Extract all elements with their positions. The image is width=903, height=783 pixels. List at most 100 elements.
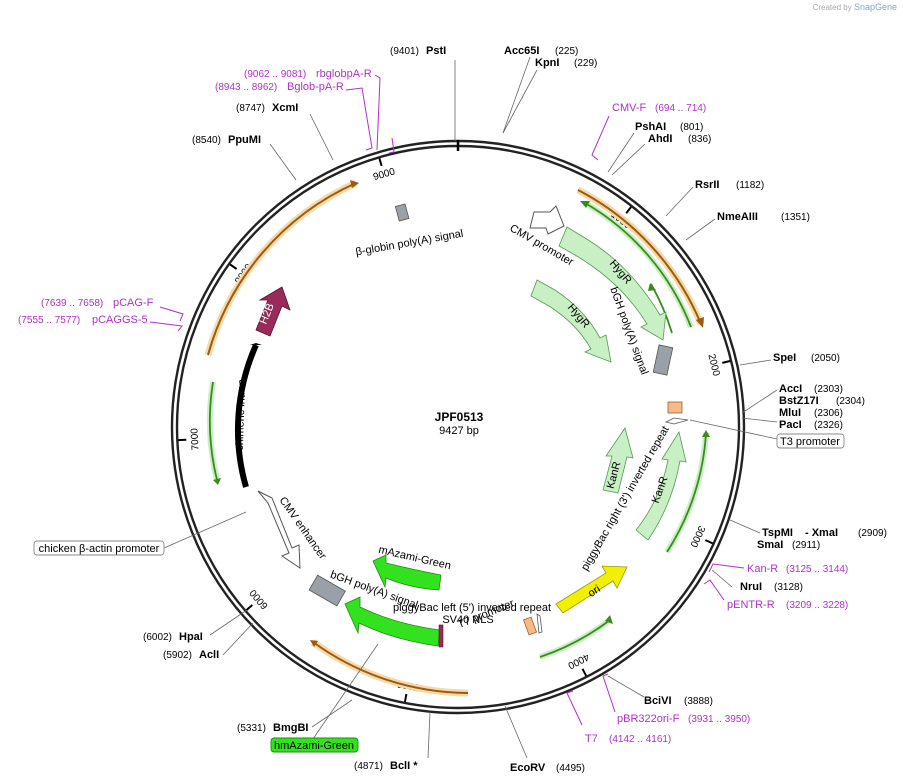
green-arc-left-head xyxy=(213,478,221,485)
inverted-right-box xyxy=(667,401,683,414)
nruI-pos: (3128) xyxy=(774,582,803,593)
pcaggs5-pos: (7555 .. 7577) xyxy=(18,315,80,326)
rsrII-line xyxy=(665,186,694,217)
tick-mark-2000 xyxy=(722,360,731,364)
green-arc-hyg xyxy=(584,202,692,328)
green-arc-kan xyxy=(666,432,707,553)
ori-label: ori xyxy=(586,583,603,600)
mazami-arrow xyxy=(372,554,442,591)
xcmI-name: XcmI xyxy=(272,102,298,114)
nruI-name: NruI xyxy=(740,581,762,593)
sv40-mark xyxy=(438,624,444,648)
t7-mark xyxy=(566,690,583,726)
chicken-leader xyxy=(163,511,247,549)
ppuMI-line xyxy=(269,143,297,181)
bciVI-name: BciVI xyxy=(644,695,672,707)
chicken-box xyxy=(33,540,165,556)
tick-mark-1000 xyxy=(625,206,632,214)
tspMI-pos: (2909) xyxy=(858,528,887,539)
sv40-label: SV40 NLS xyxy=(442,614,493,626)
accI-line xyxy=(741,389,778,414)
inverted-left-label: piggyBac left (5') inverted repeat xyxy=(393,602,551,614)
bciVI-pos: (3888) xyxy=(684,696,713,707)
acc65I-pos: (225) xyxy=(555,46,578,57)
pcagF-pos: (7639 .. 7658) xyxy=(41,298,103,309)
rbglobpA-mark xyxy=(374,74,381,151)
green-arc-ori-head xyxy=(605,615,613,624)
ori-arrow xyxy=(555,565,628,614)
chicken-box-label: chicken β-actin promoter xyxy=(39,543,160,555)
tspMI-name: TspMI xyxy=(762,527,793,539)
pcaggs5-name: pCAGGS-5 xyxy=(92,314,148,326)
speI-line xyxy=(739,359,772,366)
nruI-line xyxy=(711,569,733,588)
t3-box xyxy=(776,433,845,449)
kpnI-line xyxy=(502,69,538,134)
acc65I-line xyxy=(502,56,531,134)
primer-marks xyxy=(149,74,745,726)
bmgBI-name: BmgBI xyxy=(273,722,308,734)
ahdI-pos: (836) xyxy=(688,134,711,145)
tick-label-2000: 2000 xyxy=(706,353,722,378)
snapgene-credit: Created by SnapGene xyxy=(812,2,897,12)
kanR-pos: (3125 .. 3144) xyxy=(786,564,848,575)
tick-label-7000: 7000 xyxy=(189,427,201,450)
pbr322-mark xyxy=(602,673,616,713)
tick-mark-3000 xyxy=(704,539,714,545)
pacI-name: PacI xyxy=(779,419,802,431)
bclI-pos: (4871) xyxy=(354,761,383,772)
pacI-pos: (2326) xyxy=(814,420,843,431)
speI-pos: (2050) xyxy=(811,353,840,364)
plasmid-name: JPF0513 xyxy=(435,410,484,424)
bgh-box-bottom xyxy=(308,574,346,607)
bgh-box-top xyxy=(652,344,674,376)
hygr-arrow-outer xyxy=(558,226,667,341)
green-arc-small-head xyxy=(648,283,656,291)
bglobpA-pos: (8943 .. 8962) xyxy=(215,82,277,93)
hmazami-box xyxy=(270,737,359,753)
orange-arc-right-head xyxy=(696,317,704,328)
tick-mark-5000 xyxy=(403,693,408,703)
t7-primer-pos: (4142 .. 4161) xyxy=(609,734,671,745)
rsrII-name: RsrII xyxy=(695,179,719,191)
ecoRV-name: EcoRV xyxy=(510,762,546,774)
kanr-arrow-inner xyxy=(602,427,634,494)
orange-arc-bottom-head xyxy=(310,640,318,647)
beta-globin-box xyxy=(394,203,410,222)
pcagF-mark xyxy=(159,306,184,322)
tick-mark-8000 xyxy=(229,263,238,270)
pcagF-name: pCAG-F xyxy=(113,297,154,309)
t3-leader xyxy=(689,419,778,440)
green-arc-ori-halo xyxy=(539,617,612,660)
cmvF-pos: (694 .. 714) xyxy=(655,103,706,114)
pshAI-pos: (801) xyxy=(680,122,703,133)
kanR-name: Kan-R xyxy=(747,563,778,575)
green-arc-kan-head xyxy=(702,430,710,437)
kpnI-name: KpnI xyxy=(535,57,559,69)
bmgBI-line xyxy=(311,699,353,728)
pstI-name: PstI xyxy=(426,45,446,57)
pbr322-name: pBR322ori-F xyxy=(617,713,680,725)
tick-mark-4000 xyxy=(581,668,588,677)
cmvF-mark xyxy=(591,115,610,161)
green-arc-ori xyxy=(539,619,611,658)
ahdI-name: AhdI xyxy=(648,133,672,145)
cmv-promoter-arrow xyxy=(529,205,565,235)
kpnI-pos: (229) xyxy=(574,58,597,69)
t7-primer-name: T7 xyxy=(585,733,598,745)
tick-label-9000: 9000 xyxy=(372,166,397,183)
pshAI-name: PshAI xyxy=(635,121,666,133)
pentrR-mark xyxy=(703,579,725,601)
bglob-arrow xyxy=(388,137,395,154)
mluI-name: MluI xyxy=(779,407,801,419)
hpaI-name: HpaI xyxy=(179,631,203,643)
pbr322-pos: (3931 .. 3950) xyxy=(688,714,750,725)
mluI-pos: (2306) xyxy=(814,408,843,419)
acc65I-name: Acc65I xyxy=(504,45,539,57)
beta-globin-label: β-globin poly(A) signal xyxy=(355,228,464,259)
pentrR-pos: (3209 .. 3228) xyxy=(786,600,848,611)
plasmid-length: 9427 bp xyxy=(439,425,479,437)
pcaggs5-mark xyxy=(149,321,183,332)
smaI-name: SmaI xyxy=(757,539,783,551)
enzyme-leader-lines xyxy=(209,56,778,759)
